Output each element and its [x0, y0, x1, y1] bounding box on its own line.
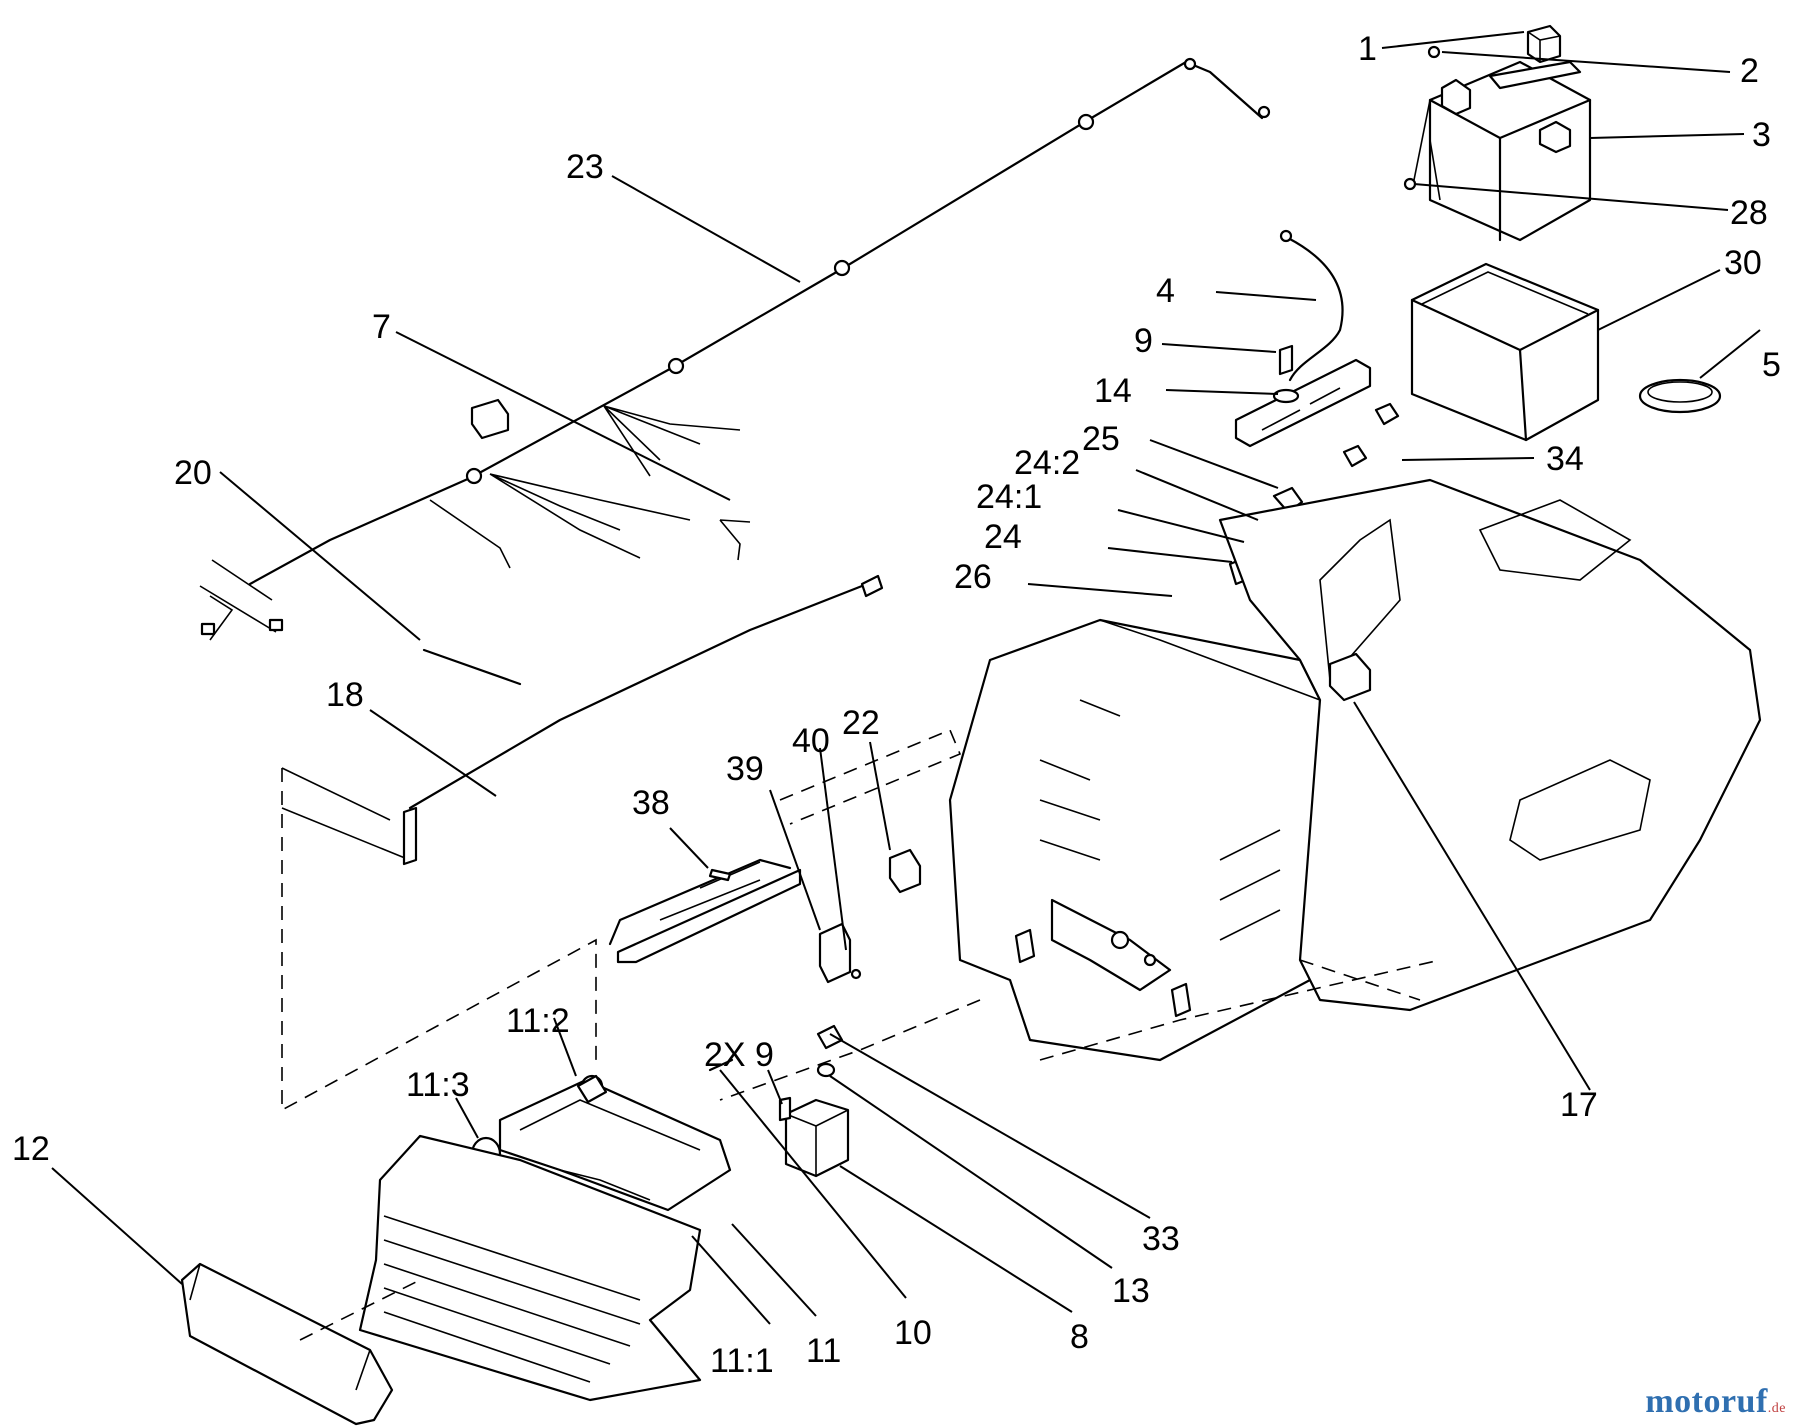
switch-connector: [1342, 444, 1368, 468]
frame-rail: [608, 728, 962, 964]
callout-14: 14: [1094, 372, 1132, 410]
battery-cap: [1526, 24, 1562, 64]
watermark-brand: motoruf: [1645, 1383, 1768, 1420]
callout-11-3: 11:3: [406, 1066, 470, 1104]
callout-4: 4: [1156, 272, 1175, 310]
starter-solenoid: [778, 1024, 850, 1178]
headlight-housing: [498, 1074, 732, 1212]
leader-lines: [51, 31, 1761, 1325]
callout-26: 26: [954, 558, 992, 596]
fender-deck: [1218, 478, 1762, 1012]
dash-tower: [948, 618, 1322, 1062]
seat-switch: [818, 922, 862, 984]
fuse-holder: [1374, 402, 1400, 426]
callouts: 1 2 3 28 30 5 34 4 9 14 25 24:2 24:1 24 …: [12, 30, 1781, 1380]
frame-dashes: [719, 959, 1441, 1101]
front-bumper: [180, 1262, 394, 1426]
callout-20: 20: [174, 454, 212, 492]
callout-40: 40: [792, 722, 830, 760]
headlight-bracket: [281, 767, 418, 866]
callout-5: 5: [1762, 346, 1781, 384]
callout-34: 34: [1546, 440, 1584, 478]
callout-25: 25: [1082, 420, 1120, 458]
callout-23: 23: [566, 148, 604, 186]
watermark: motoruf.de: [1645, 1383, 1786, 1421]
headlight-wire: [408, 574, 884, 810]
rail-bolt: [708, 868, 732, 882]
callout-24-1: 24:1: [976, 478, 1042, 516]
callout-28: 28: [1730, 194, 1768, 232]
callout-10: 10: [894, 1314, 932, 1352]
cable-bracket: [1234, 358, 1372, 448]
cable-tie: [422, 648, 522, 686]
light-screw: [708, 1058, 734, 1072]
callout-18: 18: [326, 676, 364, 714]
watermark-suffix: .de: [1767, 1401, 1786, 1416]
callout-8: 8: [1070, 1318, 1089, 1356]
callout-2: 2: [1740, 52, 1759, 90]
callout-7: 7: [372, 308, 391, 346]
callout-22: 22: [842, 704, 880, 742]
ground-cable: [1279, 229, 1344, 382]
callout-39: 39: [726, 750, 764, 788]
bumper-dashes: [281, 768, 597, 1341]
callout-2x9: 2X 9: [704, 1036, 774, 1074]
callout-12: 12: [12, 1130, 50, 1168]
callout-24-2: 24:2: [1014, 444, 1080, 482]
callout-3: 3: [1752, 116, 1771, 154]
washer: [1272, 388, 1300, 404]
callout-13: 13: [1112, 1272, 1150, 1310]
wiring-harness: [199, 57, 1271, 641]
callout-30: 30: [1724, 244, 1762, 282]
relay: [888, 848, 922, 894]
grommet: [1638, 378, 1722, 414]
callout-11-2: 11:2: [506, 1002, 570, 1040]
callout-24: 24: [984, 518, 1022, 556]
callout-11-1: 11:1: [710, 1342, 774, 1380]
battery: [1428, 60, 1592, 242]
callout-11: 11: [806, 1332, 841, 1370]
connector-17: [1328, 652, 1372, 702]
callout-33: 33: [1142, 1220, 1180, 1258]
callout-1: 1: [1358, 30, 1377, 68]
callout-9: 9: [1134, 322, 1153, 360]
callout-38: 38: [632, 784, 670, 822]
battery-tray: [1410, 262, 1600, 442]
callout-17: 17: [1560, 1086, 1598, 1124]
bolt: [1278, 344, 1294, 376]
headlight-socket: [576, 1074, 608, 1104]
